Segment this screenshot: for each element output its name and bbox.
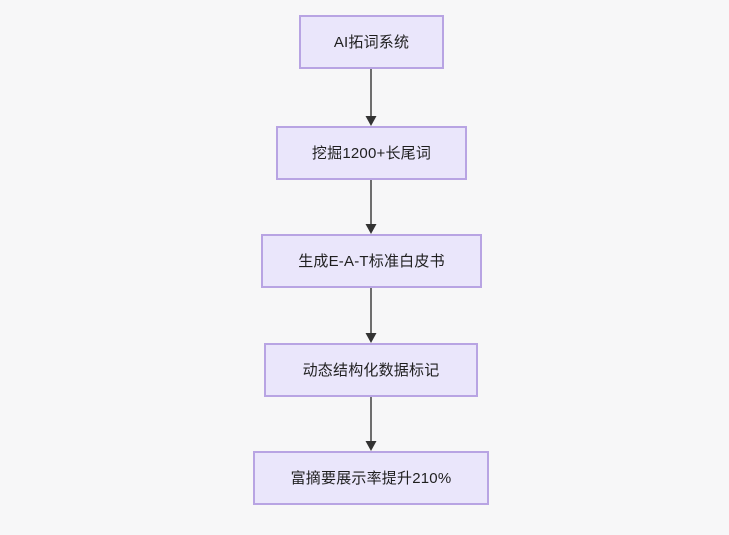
- flowchart-node-dynamic-structured-data-markup[interactable]: 动态结构化数据标记: [264, 343, 478, 397]
- arrowhead-icon: [365, 333, 377, 343]
- flowchart-node-mine-longtail-keywords[interactable]: 挖掘1200+长尾词: [276, 126, 467, 180]
- edge-n2-n3: [365, 180, 377, 234]
- edge-n3-n4: [365, 288, 377, 343]
- flowchart-node-generate-eat-whitepaper[interactable]: 生成E-A-T标准白皮书: [261, 234, 482, 288]
- arrowhead-icon: [365, 224, 377, 234]
- arrowhead-icon: [365, 116, 377, 126]
- node-label: 生成E-A-T标准白皮书: [298, 252, 445, 270]
- node-label: 动态结构化数据标记: [302, 361, 440, 379]
- edge-n1-n2: [365, 69, 377, 126]
- node-label: 富摘要展示率提升210%: [290, 469, 452, 487]
- arrowhead-icon: [365, 441, 377, 451]
- flowchart-node-rich-snippet-impression-lift[interactable]: 富摘要展示率提升210%: [253, 451, 489, 505]
- node-label: AI拓词系统: [333, 33, 410, 51]
- node-label: 挖掘1200+长尾词: [311, 144, 432, 162]
- flowchart-node-ai-keyword-system[interactable]: AI拓词系统: [299, 15, 444, 69]
- edge-n4-n5: [365, 397, 377, 451]
